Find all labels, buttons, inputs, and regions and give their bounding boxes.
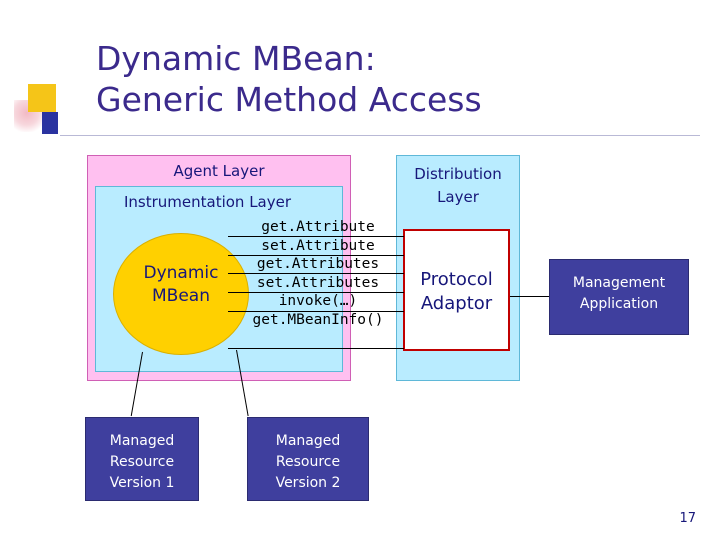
managed-resource-version-2-label: Managed Resource Version 2 (275, 433, 341, 491)
decorative-blue-square (42, 112, 58, 134)
method-get-attributes: get.Attributes (256, 256, 380, 272)
managed-resource-version-2-box: Managed Resource Version 2 (247, 417, 369, 501)
method-set-attributes: set.Attributes (256, 274, 380, 291)
dynamic-mbean-label: Dynamic MBean (143, 263, 219, 306)
managed-resource-version-1-label: Managed Resource Version 1 (109, 433, 175, 491)
agent-layer-label: Agent Layer (173, 162, 265, 180)
method-get-attribute: get.Attribute (261, 219, 375, 235)
management-application-box: Management Application (549, 259, 689, 335)
page-title: Dynamic MBean: Generic Method Access (96, 39, 482, 119)
method-get-mbeaninfo: get.MBeanInfo() (252, 311, 384, 328)
connector-get-attributes (228, 273, 404, 274)
connector-set-attributes (228, 292, 404, 293)
managed-resource-version-1-box: Managed Resource Version 1 (85, 417, 199, 501)
management-application-label: Management Application (572, 275, 666, 312)
mbean-method-list: get.Attribute set.Attribute get.Attribut… (228, 218, 408, 329)
connector-adaptor-to-management-app (510, 296, 549, 297)
protocol-adaptor-box: Protocol Adaptor (403, 229, 510, 351)
connector-invoke (228, 311, 404, 312)
title-divider-rule (60, 135, 700, 136)
connector-get-attribute (228, 236, 404, 237)
page-number: 17 (679, 511, 696, 526)
dynamic-mbean-ellipse: Dynamic MBean (113, 233, 249, 355)
decorative-yellow-square (28, 84, 56, 112)
method-set-attribute: set.Attribute (261, 237, 375, 254)
distribution-layer-label: Distribution Layer (414, 165, 502, 206)
protocol-adaptor-label: Protocol Adaptor (420, 269, 493, 314)
connector-set-attribute (228, 255, 404, 256)
connector-get-mbeaninfo (228, 348, 404, 349)
method-invoke: invoke(…) (278, 293, 358, 309)
instrumentation-layer-label: Instrumentation Layer (123, 193, 292, 211)
